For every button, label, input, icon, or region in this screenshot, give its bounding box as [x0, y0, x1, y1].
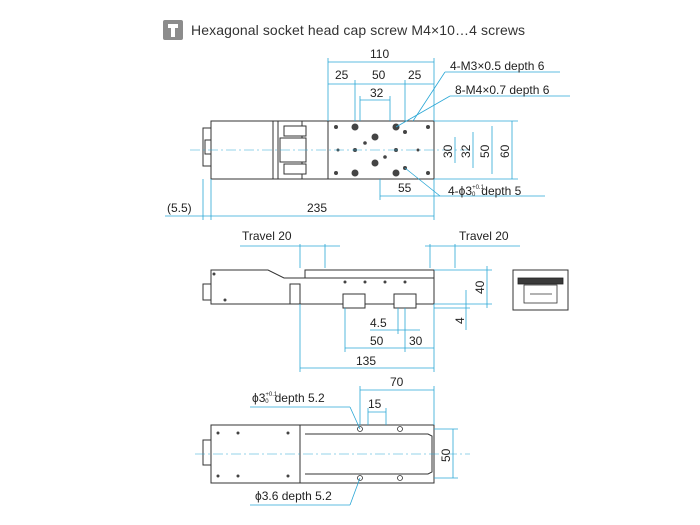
table-side [304, 269, 435, 279]
dim-25a: 25 [335, 68, 349, 82]
dim-70: 70 [390, 375, 404, 389]
dim-55: 55 [398, 181, 412, 195]
end-view [512, 269, 569, 311]
note-m4: 8-M4×0.7 depth 6 [455, 83, 550, 97]
dim-30-side: 30 [409, 334, 423, 348]
dim-60: 60 [498, 144, 512, 158]
side-view: Travel 20 Travel 20 40 4 4.5 50 30 135 [202, 229, 569, 372]
dim-110: 110 [370, 47, 389, 61]
dim-5-5: (5.5) [167, 201, 192, 215]
table-top [327, 120, 435, 180]
header: Hexagonal socket head cap screw M4×10…4 … [163, 18, 525, 42]
top-view: 110 25 50 25 32 4-M3×0.5 depth 6 8-M4×0.… [165, 47, 570, 220]
dim-30: 30 [441, 144, 455, 158]
note-phi36: ϕ3.6 depth 5.2 [255, 489, 332, 503]
dim-4-5: 4.5 [370, 316, 387, 330]
header-title: Hexagonal socket head cap screw M4×10…4 … [191, 22, 526, 38]
travel-left: Travel 20 [242, 229, 292, 243]
dim-50-bottom: 50 [439, 448, 453, 462]
dim-40: 40 [473, 280, 487, 294]
dim-32: 32 [459, 144, 473, 158]
dim-235: 235 [307, 201, 327, 215]
note-m3: 4-M3×0.5 depth 6 [450, 59, 545, 73]
dim-50: 50 [372, 68, 386, 82]
dim-50-v: 50 [478, 144, 492, 158]
dim-50-side: 50 [370, 334, 384, 348]
dim-4: 4 [453, 317, 467, 324]
dim-25b: 25 [408, 68, 422, 82]
screw-icon [163, 20, 183, 40]
end-cap-detail [204, 139, 212, 155]
travel-right: Travel 20 [459, 229, 509, 243]
dim-135: 135 [356, 354, 376, 368]
dim-15: 15 [368, 397, 382, 411]
dim-32-top: 32 [370, 86, 384, 100]
